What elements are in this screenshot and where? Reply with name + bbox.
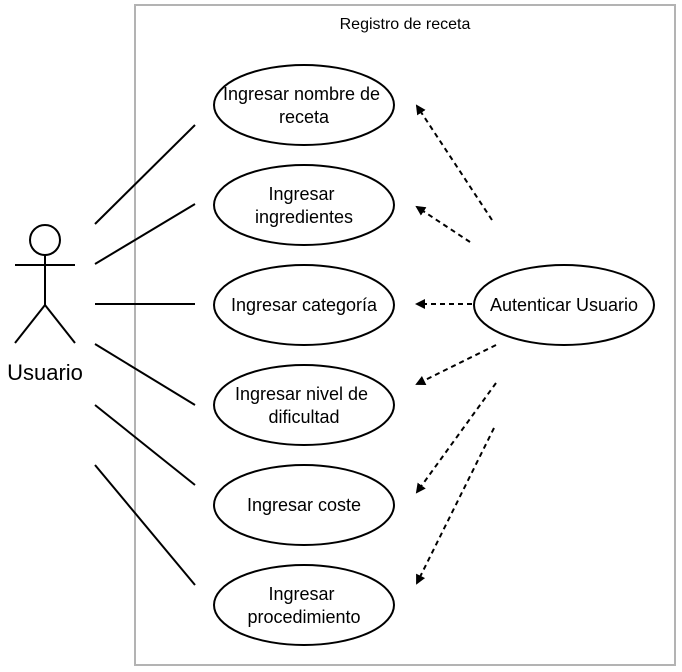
use-case-nombre-ellipse[interactable] xyxy=(213,64,395,146)
use-case-ellipses xyxy=(213,64,655,646)
use-case-procedimiento-label: Ingresar procedimiento xyxy=(247,584,360,627)
use-case-coste-label: Ingresar coste xyxy=(247,495,361,515)
use-case-ingredientes-label: Ingresar ingredientes xyxy=(255,184,353,227)
dependency-arrow-dificultad xyxy=(415,344,497,385)
actor-head xyxy=(29,224,61,256)
use-case-coste-ellipse[interactable] xyxy=(213,464,395,546)
associations xyxy=(94,124,196,586)
dependency-arrow-ingredientes xyxy=(415,205,471,243)
association-line xyxy=(94,404,196,486)
dependency-arrow-nombre xyxy=(415,104,493,221)
association-line xyxy=(94,464,196,586)
system-title: Registro de receta xyxy=(340,16,471,33)
use-case-autenticar-label: Autenticar Usuario xyxy=(490,295,638,315)
dependency-arrows xyxy=(415,104,497,585)
use-case-nombre-label: Ingresar nombre de receta xyxy=(223,84,385,127)
association-line xyxy=(94,124,196,225)
association-line xyxy=(94,203,196,265)
use-case-dificultad-label: Ingresar nivel de dificultad xyxy=(235,384,373,427)
use-case-categoria-label: Ingresar categoría xyxy=(231,295,378,315)
use-case-procedimiento-ellipse[interactable] xyxy=(213,564,395,646)
actor-left-leg xyxy=(14,304,46,344)
dependency-arrow-coste xyxy=(415,382,497,494)
dependency-arrow-procedimiento xyxy=(416,427,495,585)
association-line xyxy=(94,343,196,406)
actor-right-leg xyxy=(44,304,76,344)
actor-usuario[interactable]: Usuario xyxy=(7,224,83,385)
use-case-categoria-ellipse[interactable] xyxy=(213,264,395,346)
use-case-ingredientes-ellipse[interactable] xyxy=(213,164,395,246)
use-case-autenticar-ellipse[interactable] xyxy=(473,264,655,346)
system-boundary xyxy=(134,4,676,666)
actor-label: Usuario xyxy=(7,360,83,385)
use-case-dificultad-ellipse[interactable] xyxy=(213,364,395,446)
